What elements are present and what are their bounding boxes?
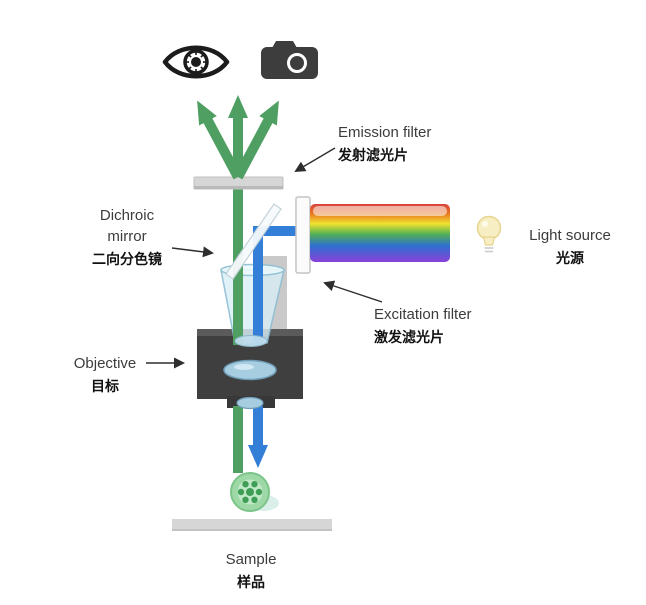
emission-arrows xyxy=(197,95,279,180)
objective-lenses xyxy=(223,335,277,410)
excitation-filter xyxy=(295,196,311,274)
dichroic-mirror-label: Dichroic mirror 二向分色镜 xyxy=(84,205,170,270)
excitation-filter-pointer xyxy=(323,280,383,303)
sample-cell xyxy=(230,472,279,512)
light-bulb-icon xyxy=(476,215,502,253)
light-source-spectrum xyxy=(310,204,450,262)
dichroic-mirror-label-en1: Dichroic xyxy=(99,207,155,224)
excitation-filter-label: Excitation filter 激发滤光片 xyxy=(374,304,472,348)
sample-slide xyxy=(172,519,332,531)
objective-label-zh: 目标 xyxy=(91,378,119,394)
sample-label: Sample 样品 xyxy=(212,549,290,593)
emission-filter-label-en: Emission filter xyxy=(338,124,432,141)
label-pointer-arrows xyxy=(146,147,383,369)
dichroic-mirror-label-en2: mirror xyxy=(107,228,147,245)
dichroic-mirror-label-zh: 二向分色镜 xyxy=(92,251,162,267)
emission-filter-pointer xyxy=(294,147,336,173)
camera-icon xyxy=(261,41,318,79)
light-source-label-en: Light source xyxy=(529,227,611,244)
emission-filter-label-zh: 发射滤光片 xyxy=(338,147,408,163)
objective-label: Objective 目标 xyxy=(68,353,142,397)
dichroic-mirror xyxy=(225,203,282,280)
sample-label-zh: 样品 xyxy=(237,574,265,590)
emission-filter-label: Emission filter 发射滤光片 xyxy=(338,122,431,166)
excitation-filter-label-zh: 激发滤光片 xyxy=(374,329,444,345)
objective-label-en: Objective xyxy=(73,355,137,372)
excitation-filter-label-en: Excitation filter xyxy=(374,306,472,323)
eye-icon xyxy=(162,45,230,79)
sample-label-en: Sample xyxy=(225,551,277,568)
dichroic-mirror-pointer xyxy=(171,246,214,258)
light-source-label-zh: 光源 xyxy=(556,250,584,266)
light-source-label: Light source 光源 xyxy=(520,225,620,269)
emission-filter xyxy=(193,176,284,190)
